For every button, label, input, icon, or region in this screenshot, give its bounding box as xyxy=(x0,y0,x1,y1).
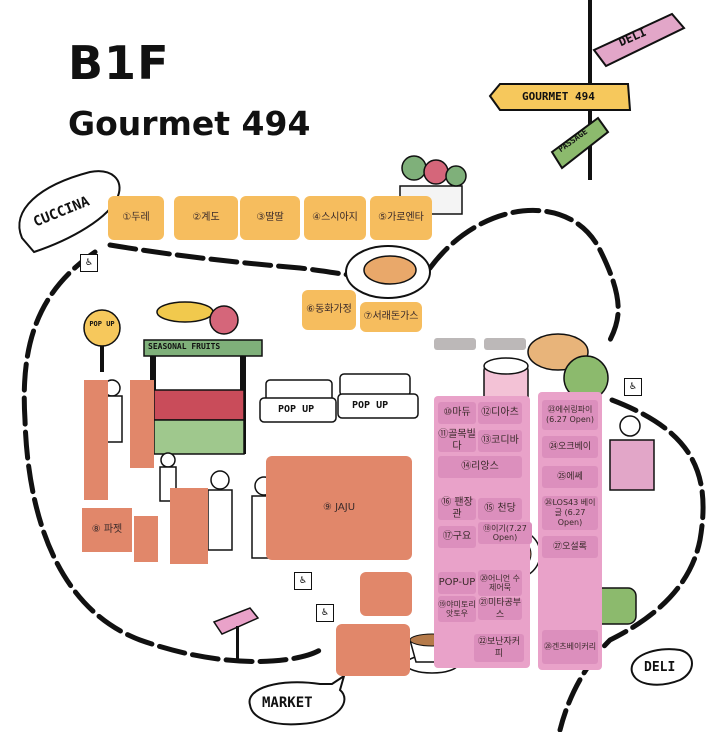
store-market-block-2 xyxy=(336,624,410,676)
deli-zone-label[interactable]: DELI xyxy=(644,660,676,675)
store-jaju[interactable]: ⑨ JAJU xyxy=(266,456,412,560)
store-mid-16[interactable]: ⑯ 팬장관 xyxy=(438,497,476,520)
market-arrow-sign xyxy=(212,607,260,660)
store-top-4[interactable]: ④스시아지 xyxy=(304,196,366,240)
store-mid-18[interactable]: ⑱이기(7.27 Open) xyxy=(478,522,532,544)
store-right-24[interactable]: ㉔오크베이 xyxy=(542,436,598,458)
store-mid-12[interactable]: ⑫디아츠 xyxy=(478,402,522,424)
fruit-stall-illustration xyxy=(143,301,263,455)
store-mid-20[interactable]: ⑳어니언 수제어묵 xyxy=(478,570,522,596)
popup-badge xyxy=(83,309,121,372)
store-right-23[interactable]: ㉓에쉬링파이 (6.27 Open) xyxy=(542,400,598,430)
store-right-28[interactable]: ㉘겐츠베이커리 xyxy=(542,630,598,664)
popup-banners xyxy=(259,373,419,423)
cake-illustration xyxy=(483,357,529,403)
store-gray-2 xyxy=(484,338,526,350)
store-right-26[interactable]: ㉖LOS43 베이글 (6.27 Open) xyxy=(542,496,598,530)
walking-path xyxy=(21,249,323,664)
store-left-8[interactable]: ⑧ 파젯 xyxy=(82,508,132,552)
store-right-27[interactable]: ㉗오설록 xyxy=(542,536,598,558)
restroom-icon[interactable]: ♿ xyxy=(294,572,312,590)
gourmet-sign-label[interactable]: GOURMET 494 xyxy=(522,90,595,103)
store-cuccina-6[interactable]: ⑥동화가정 xyxy=(302,290,356,330)
popup-banner-right-label: POP UP xyxy=(352,400,389,411)
floor-label: B1F xyxy=(68,36,170,90)
popup-badge-label: POP UP xyxy=(89,320,115,328)
store-market-block-1 xyxy=(360,572,412,616)
market-zone-label[interactable]: MARKET xyxy=(262,695,313,711)
popup-banner-left-label: POP UP xyxy=(278,404,315,415)
salad-plate-illustration xyxy=(345,245,431,299)
walking-path-right xyxy=(427,207,621,343)
market-bubble xyxy=(248,673,346,726)
store-mid-14[interactable]: ⑭리앙스 xyxy=(438,456,522,478)
store-top-5[interactable]: ⑤가로엔타 xyxy=(370,196,432,240)
store-mid-popup[interactable]: POP-UP xyxy=(438,572,476,594)
store-left-block-4 xyxy=(170,488,208,564)
store-left-block-1 xyxy=(84,380,108,500)
store-mid-15[interactable]: ⑮ 천당 xyxy=(478,498,522,520)
deli-sign xyxy=(592,12,686,68)
store-left-block-2 xyxy=(130,380,154,468)
gourmet-sign xyxy=(488,83,632,111)
store-top-1[interactable]: ①두레 xyxy=(108,196,164,240)
store-mid-21[interactable]: ㉑미타공부스 xyxy=(478,598,522,620)
passage-sign xyxy=(550,116,610,170)
restroom-icon[interactable]: ♿ xyxy=(80,254,98,272)
store-right-25[interactable]: ㉕에쎄 xyxy=(542,466,598,488)
store-top-2[interactable]: ②계도 xyxy=(174,196,238,240)
restroom-icon[interactable]: ♿ xyxy=(316,604,334,622)
store-mid-11[interactable]: ⑪골목빌다 xyxy=(438,429,476,452)
store-mid-17[interactable]: ⑰구요 xyxy=(438,526,476,548)
deli-bubble xyxy=(630,648,693,686)
store-mid-13[interactable]: ⑬코디바 xyxy=(478,430,522,452)
restroom-icon[interactable]: ♿ xyxy=(624,378,642,396)
store-gray-1 xyxy=(434,338,476,350)
store-top-3[interactable]: ③딸딸 xyxy=(240,196,300,240)
store-left-block-3 xyxy=(134,516,158,562)
right-store-block xyxy=(538,392,602,670)
store-mid-19[interactable]: ⑲야미토리 앗토우 xyxy=(438,596,476,622)
store-mid-10[interactable]: ⑩마듀 xyxy=(438,402,476,424)
floor-title: Gourmet 494 xyxy=(68,104,311,143)
fruit-stall-sign: SEASONAL FRUITS xyxy=(148,342,221,351)
store-cuccina-7[interactable]: ⑦서래돈가스 xyxy=(360,302,422,332)
store-mid-22[interactable]: ㉒보난자커피 xyxy=(474,634,524,662)
cuccina-bubble xyxy=(18,170,121,254)
